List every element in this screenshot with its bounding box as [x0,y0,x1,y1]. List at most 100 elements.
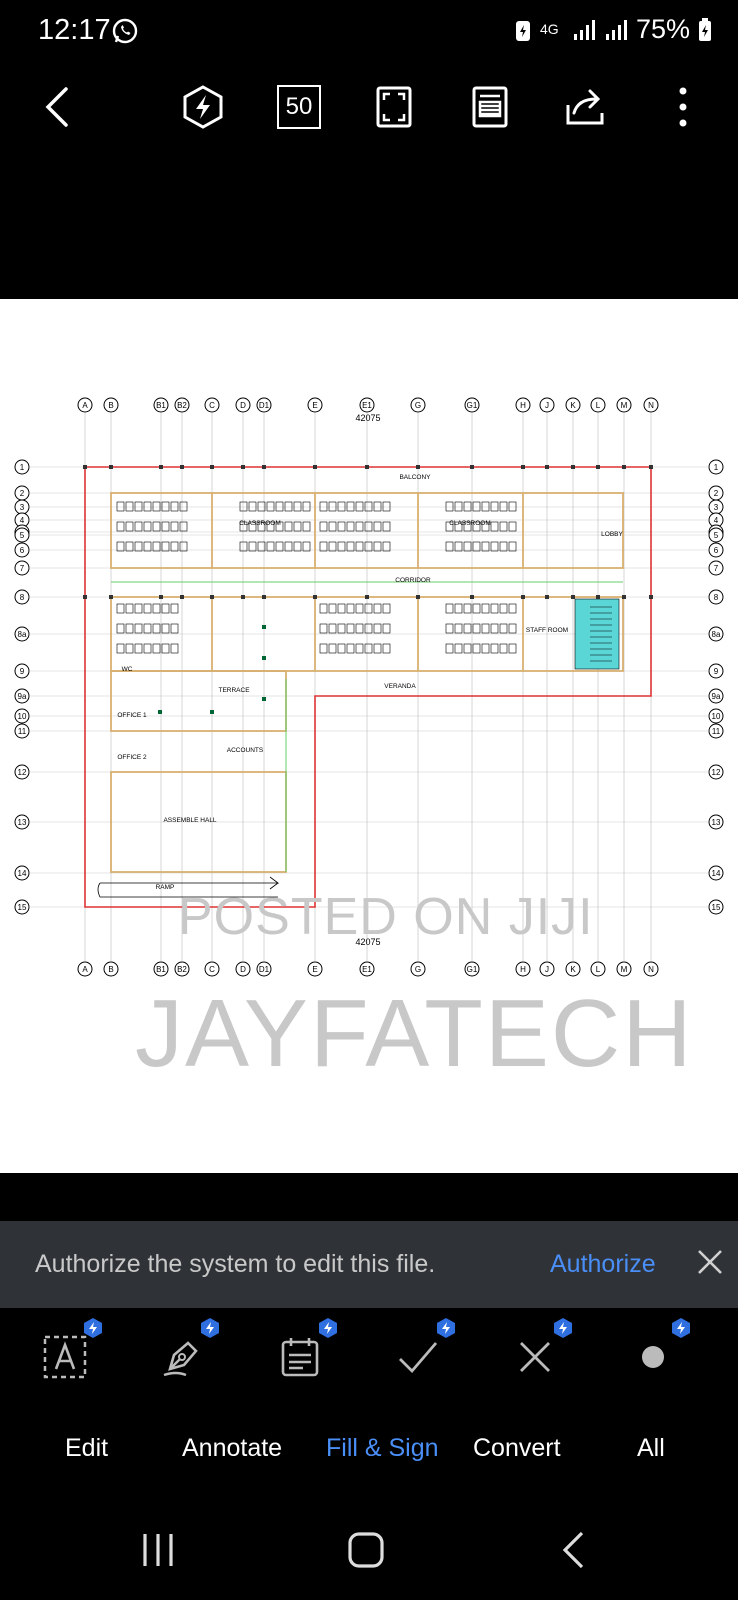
desk [499,603,508,614]
tab-convert[interactable]: Convert [473,1434,561,1462]
ai-tools-button[interactable] [178,82,228,132]
more-button[interactable] [658,82,708,132]
tab-all[interactable]: All [637,1434,665,1462]
status-time: 12:17 [38,14,111,46]
desk [499,643,508,654]
grid-label-M: M [621,401,628,410]
dot-tool-button[interactable] [621,1318,690,1389]
cross-tool-button[interactable] [503,1318,572,1389]
grid-label-B2: B2 [177,401,187,410]
reader-mode-button[interactable] [465,82,515,132]
share-button[interactable] [561,82,611,132]
desk [499,623,508,634]
check-tool-button[interactable] [386,1318,455,1389]
desk [337,623,346,634]
desk [445,521,454,532]
desk [382,643,391,654]
column [262,595,266,599]
grid-label-N: N [648,401,654,410]
desk [239,541,248,552]
desk [116,501,125,512]
desk [275,521,284,532]
grid-label-13: 13 [18,818,27,827]
desk [125,521,134,532]
column [159,465,163,469]
room-label: BALCONY [399,474,431,481]
desk [302,541,311,552]
grid-label-B2: B2 [177,965,187,974]
desk [490,603,499,614]
grid-label-B: B [108,401,113,410]
grid-label-J: J [545,401,549,410]
desk [337,501,346,512]
desk [445,541,454,552]
room-label: CLASSROOM [449,520,491,527]
grid-label-13: 13 [712,818,721,827]
grid-label-N: N [648,965,654,974]
nav-back-icon[interactable] [560,1530,586,1570]
desk [143,501,152,512]
wall-block [110,670,287,732]
grid-label-9: 9 [714,667,719,676]
desk [346,501,355,512]
grid-label-8a: 8a [18,630,27,639]
tab-edit[interactable]: Edit [65,1434,109,1462]
page-count-button[interactable]: 50 [274,82,324,132]
desk [319,643,328,654]
annotate-tool-button[interactable] [150,1318,219,1389]
desk [481,623,490,634]
tab-fill-and-sign[interactable]: Fill & Sign [326,1434,439,1462]
column [622,595,626,599]
desk [293,521,302,532]
desk [284,521,293,532]
desk [382,541,391,552]
desk [382,623,391,634]
edit-tool-button[interactable] [33,1318,102,1389]
desk [328,603,337,614]
desk [170,521,179,532]
desk [463,643,472,654]
desk [302,521,311,532]
grid-label-G: G [415,965,421,974]
desk [248,521,257,532]
recent-apps-icon[interactable] [140,1530,176,1570]
desk [239,501,248,512]
desk [508,603,517,614]
status-bar: 12:17 4G 75% [0,0,738,64]
grid-label-11: 11 [712,727,721,736]
desk [499,541,508,552]
desk [161,643,170,654]
desk [355,521,364,532]
desk [134,623,143,634]
desk [275,501,284,512]
desk [134,541,143,552]
premium-badge-icon [672,1318,690,1338]
desk [116,521,125,532]
desk [116,603,125,614]
desk [275,541,284,552]
desk [364,541,373,552]
desk [266,501,275,512]
grid-label-15: 15 [712,903,721,912]
desk [445,643,454,654]
fill-form-tool-button[interactable] [268,1318,337,1389]
desk [481,643,490,654]
desk [170,501,179,512]
column [159,595,163,599]
desk [508,501,517,512]
tab-annotate[interactable]: Annotate [182,1434,283,1462]
desk [508,643,517,654]
close-icon[interactable] [695,1247,725,1277]
fullscreen-button[interactable] [369,82,419,132]
authorize-button[interactable]: Authorize [550,1250,656,1278]
grid-label-5: 5 [714,531,719,540]
column [210,465,214,469]
desk [125,541,134,552]
desk [302,501,311,512]
column [365,595,369,599]
back-button[interactable] [32,82,82,132]
desk [490,541,499,552]
home-icon[interactable] [346,1530,386,1570]
grid-label-14: 14 [18,869,27,878]
